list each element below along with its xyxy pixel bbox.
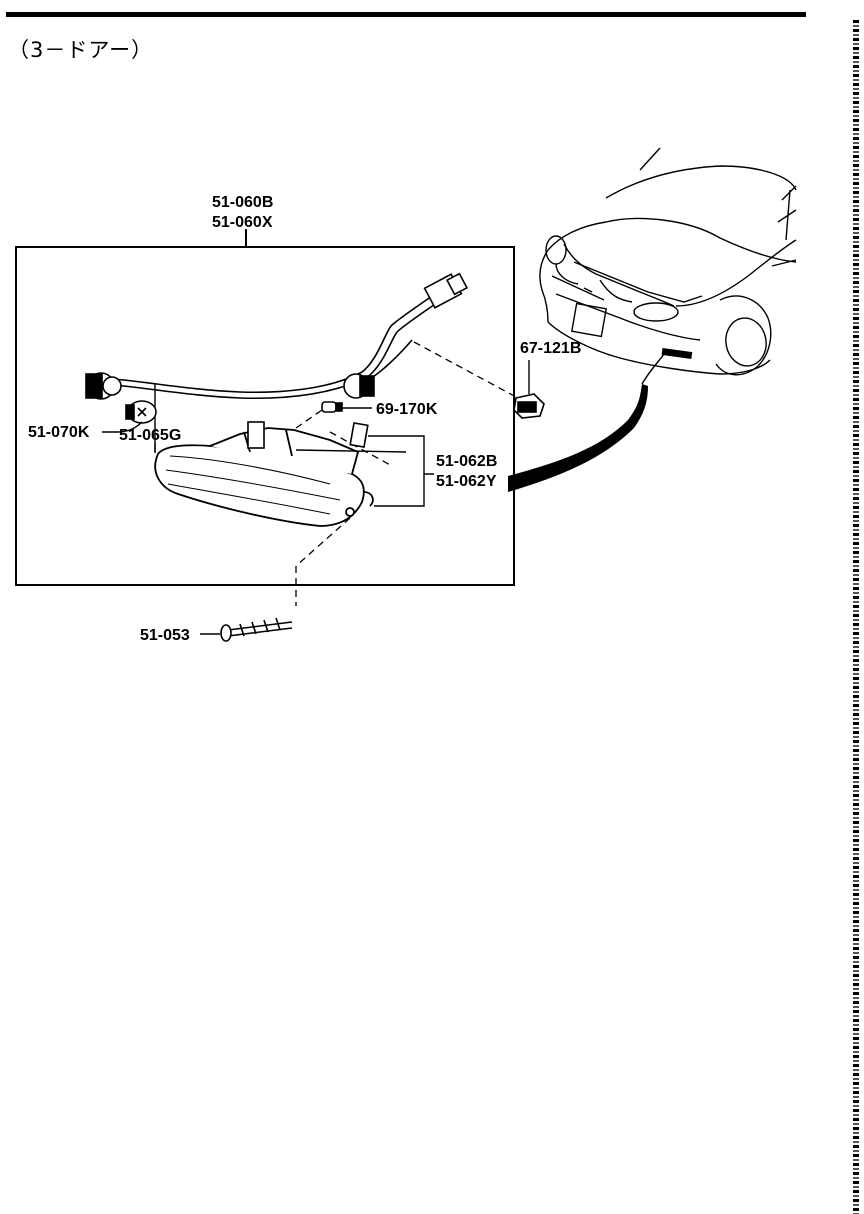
turn-signal-highlight [661,347,693,360]
bulb [125,400,157,424]
top-rule [6,12,806,17]
lens-label-1: 51-062B [436,453,497,470]
clip [513,393,545,419]
assembly-frame [15,246,515,586]
bulb-label: 51-070K [28,424,90,441]
binding-edge [853,20,859,1214]
screw-label: 51-053 [140,627,190,644]
car-front-illustration [539,147,797,376]
lens-leader [295,435,434,507]
callout-pointer [641,353,665,385]
harness-connector [423,272,469,309]
bulb-leader [102,421,143,433]
callout-band [508,384,648,492]
lens-bracket [247,421,369,449]
guide-lines [295,341,519,606]
side-bulb [321,401,343,413]
harness-label: 51-065G [119,427,181,444]
clip-label: 67-121B [520,340,581,357]
assembly-label-1: 51-060B [212,194,273,211]
bulb-socket-side [343,373,375,399]
wiring-harness [103,295,439,400]
variant-label: （3－ドアー） [8,38,154,62]
side-bulb-label: 69-170K [376,401,438,418]
lens-label-2: 51-062Y [436,473,497,490]
assembly-label-2: 51-060X [212,214,273,231]
turn-signal-lens [154,427,374,527]
bulb-socket-main [85,372,122,400]
screw [220,617,293,642]
